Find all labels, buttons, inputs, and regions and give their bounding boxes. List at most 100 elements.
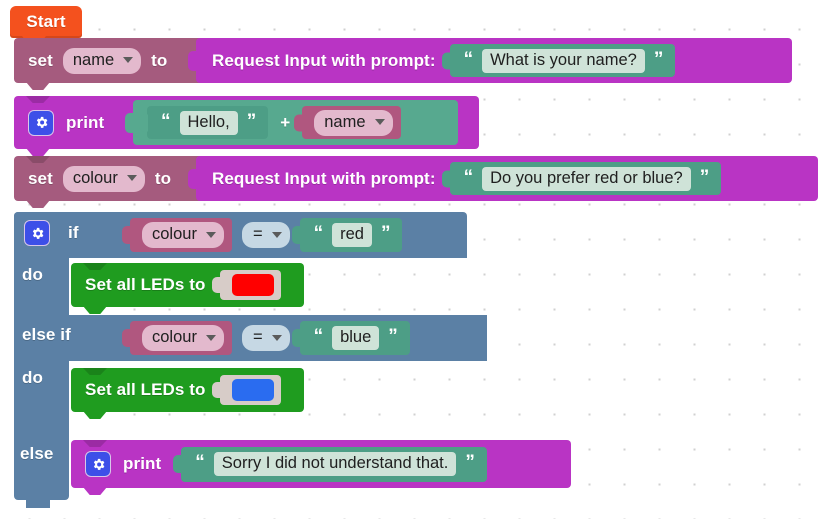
join-block-plug bbox=[125, 112, 134, 133]
else-keyword-label: else bbox=[20, 444, 54, 463]
print-sorry-label: print bbox=[123, 454, 162, 473]
text-block-prompt-1[interactable]: “ What is your name? ” bbox=[441, 44, 676, 77]
do-keyword-label-1: do bbox=[22, 265, 43, 284]
comparison-operator-1-value: = bbox=[252, 225, 263, 243]
start-block[interactable]: Start bbox=[10, 6, 82, 38]
set-leds-block-blue[interactable]: Set all LEDs to bbox=[71, 368, 304, 419]
comparison-operator-2[interactable]: = bbox=[241, 325, 290, 351]
colour-block-blue[interactable] bbox=[211, 375, 281, 405]
set-colour-top-connector bbox=[26, 156, 50, 163]
variable-dropdown-name-ref-value: name bbox=[324, 112, 366, 131]
close-quote-icon: ” bbox=[388, 326, 398, 347]
set-keyword-label: set bbox=[28, 50, 53, 70]
chevron-down-icon bbox=[271, 231, 282, 238]
print-hello-bottom-connector bbox=[26, 148, 50, 156]
variable-dropdown-colour-2[interactable]: colour bbox=[142, 325, 224, 351]
print-hello-top-connector bbox=[26, 96, 50, 103]
join-operator-label: + bbox=[280, 112, 291, 132]
join-block[interactable]: “ Hello, ” + name bbox=[125, 100, 458, 145]
set-leds-blue-top-connector bbox=[83, 368, 107, 375]
colour-swatch-red[interactable] bbox=[231, 274, 274, 296]
variable-dropdown-name-value: name bbox=[72, 50, 115, 69]
set-leds-red-label: Set all LEDs to bbox=[85, 275, 206, 294]
chevron-down-icon bbox=[271, 334, 282, 341]
open-quote-icon: “ bbox=[463, 48, 474, 70]
variable-block-name[interactable]: name bbox=[294, 106, 401, 139]
start-label: Start bbox=[26, 12, 66, 31]
close-quote-icon: ” bbox=[380, 223, 391, 244]
open-quote-icon: “ bbox=[313, 326, 324, 347]
variable-block-colour-2-plug bbox=[122, 329, 131, 347]
variable-block-colour-2[interactable]: colour bbox=[122, 321, 232, 355]
gear-icon[interactable] bbox=[85, 451, 111, 477]
else-header-row[interactable] bbox=[14, 420, 69, 450]
chevron-down-icon bbox=[126, 175, 137, 181]
variable-dropdown-colour-1-value: colour bbox=[152, 225, 197, 243]
colour-swatch-blue[interactable] bbox=[231, 379, 274, 401]
print-hello-label: print bbox=[66, 112, 105, 132]
colour-block-red-plug bbox=[211, 277, 221, 293]
text-field-red[interactable]: red bbox=[332, 223, 372, 247]
text-block-sorry[interactable]: “ Sorry I did not understand that. ” bbox=[173, 446, 487, 482]
request-input-block-2[interactable]: Request Input with prompt: “ Do you pref… bbox=[188, 156, 818, 201]
text-field-prompt-1[interactable]: What is your name? bbox=[482, 48, 645, 73]
text-block-red[interactable]: “ red ” bbox=[291, 218, 403, 252]
open-quote-icon: “ bbox=[161, 110, 171, 132]
to-keyword-label-2: to bbox=[154, 168, 172, 188]
request-input-block-1[interactable]: Request Input with prompt: “ What is you… bbox=[188, 38, 792, 83]
text-block-hello[interactable]: “ Hello, ” bbox=[139, 106, 269, 139]
print-block-sorry[interactable]: print “ Sorry I did not understand that.… bbox=[71, 440, 571, 495]
set-leds-block-red[interactable]: Set all LEDs to bbox=[71, 263, 304, 314]
variable-block-colour-1[interactable]: colour bbox=[122, 218, 232, 252]
variable-dropdown-colour[interactable]: colour bbox=[62, 165, 145, 192]
variable-block-name-plug bbox=[294, 114, 304, 131]
text-block-prompt-2-plug bbox=[441, 170, 451, 187]
open-quote-icon: “ bbox=[313, 223, 324, 244]
close-quote-icon: ” bbox=[653, 48, 664, 70]
close-quote-icon: ” bbox=[465, 452, 475, 473]
colour-block-red[interactable] bbox=[211, 270, 281, 300]
text-block-blue-plug bbox=[291, 329, 301, 347]
request-input-1-plug bbox=[188, 50, 197, 71]
chevron-down-icon bbox=[205, 231, 216, 238]
open-quote-icon: “ bbox=[195, 452, 205, 473]
text-block-prompt-2[interactable]: “ Do you prefer red or blue? ” bbox=[441, 162, 722, 195]
elseif-keyword-label: else if bbox=[22, 325, 71, 344]
chevron-down-icon bbox=[205, 334, 216, 341]
print-sorry-bottom-connector bbox=[83, 487, 107, 495]
variable-dropdown-name-ref[interactable]: name bbox=[314, 109, 393, 136]
set-leds-blue-bottom-connector bbox=[83, 411, 107, 419]
comparison-operator-2-value: = bbox=[252, 328, 263, 346]
text-field-prompt-2[interactable]: Do you prefer red or blue? bbox=[482, 166, 691, 191]
set-colour-bottom-connector bbox=[26, 200, 50, 208]
colour-block-blue-plug bbox=[211, 382, 221, 398]
do-keyword-label-2: do bbox=[22, 368, 43, 387]
if-block-bottom-connector bbox=[26, 500, 50, 508]
print-sorry-top-connector bbox=[83, 440, 107, 447]
set-name-bottom-connector bbox=[26, 82, 50, 90]
variable-dropdown-colour-2-value: colour bbox=[152, 328, 197, 346]
set-leds-blue-label: Set all LEDs to bbox=[85, 380, 206, 399]
text-block-sorry-plug bbox=[173, 455, 183, 473]
text-field-hello[interactable]: Hello, bbox=[179, 110, 238, 135]
text-block-prompt-1-plug bbox=[441, 52, 451, 69]
chevron-down-icon bbox=[374, 119, 385, 125]
variable-dropdown-colour-1[interactable]: colour bbox=[142, 222, 224, 248]
text-block-hello-plug bbox=[139, 114, 148, 131]
variable-dropdown-colour-value: colour bbox=[72, 168, 118, 187]
text-field-sorry[interactable]: Sorry I did not understand that. bbox=[213, 452, 457, 476]
condition-row-1: colour = “ red ” bbox=[122, 218, 403, 252]
comparison-operator-1[interactable]: = bbox=[241, 222, 290, 248]
if-keyword-label: if bbox=[68, 223, 79, 242]
to-keyword-label: to bbox=[151, 50, 168, 70]
variable-dropdown-name[interactable]: name bbox=[62, 47, 142, 74]
chevron-down-icon bbox=[123, 57, 134, 63]
gear-icon[interactable] bbox=[24, 220, 50, 246]
text-field-blue[interactable]: blue bbox=[332, 326, 380, 350]
text-block-blue[interactable]: “ blue ” bbox=[291, 321, 410, 355]
close-quote-icon: ” bbox=[699, 166, 710, 188]
request-input-2-plug bbox=[188, 168, 197, 189]
open-quote-icon: “ bbox=[463, 166, 474, 188]
gear-icon[interactable] bbox=[28, 109, 54, 136]
